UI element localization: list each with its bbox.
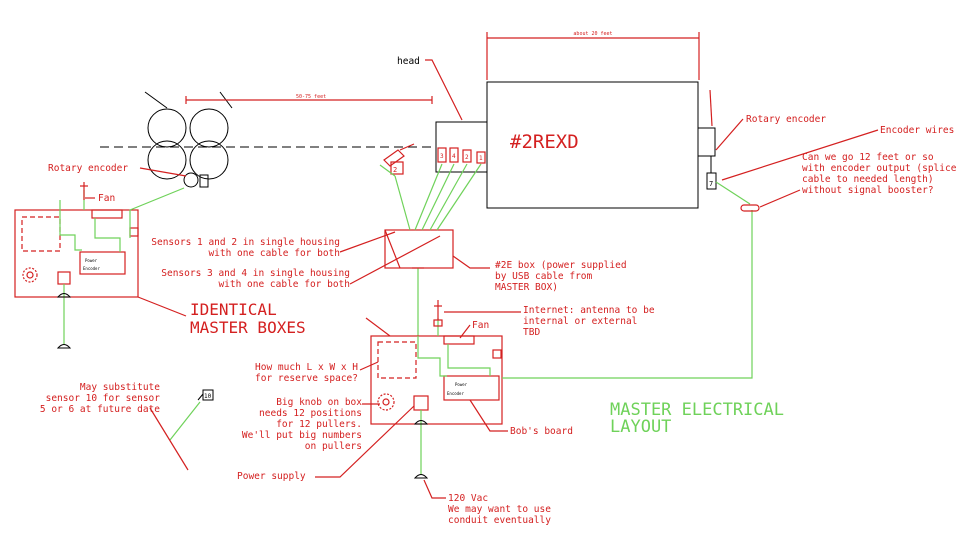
svg-text:sensor 10 for sensor: sensor 10 for sensor (46, 393, 161, 404)
svg-text:for 12 pullers.: for 12 pullers. (276, 419, 362, 430)
svg-text:on pullers: on pullers (305, 441, 362, 452)
rotary-encoder-left (129, 172, 209, 238)
svg-text:We may want to use: We may want to use (448, 504, 551, 515)
svg-text:120 Vac: 120 Vac (448, 493, 488, 504)
fan-left-label: Fan (98, 193, 115, 204)
head-label: head (397, 56, 420, 67)
svg-text:Encoder: Encoder (447, 391, 464, 396)
svg-text:Bob's board: Bob's board (510, 426, 573, 437)
fan-center-label: Fan (472, 320, 489, 331)
master-box-center-wiring (417, 318, 491, 475)
machine-label: #2REXD (510, 131, 579, 153)
svg-text:1: 1 (479, 155, 483, 162)
dim-top-text: about 20 feet (573, 31, 612, 37)
rotary-encoder-left-label: Rotary encoder (48, 163, 128, 174)
capstan-rollers (144, 91, 233, 180)
svg-text:How much L x W x H: How much L x W x H (255, 362, 358, 373)
svg-text:Sensors 1 and 2 in single hous: Sensors 1 and 2 in single housing (151, 237, 340, 248)
svg-text:5 or 6 at future date: 5 or 6 at future date (40, 404, 160, 415)
svg-text:7: 7 (709, 180, 713, 188)
svg-text:without signal booster?: without signal booster? (802, 185, 934, 196)
svg-text:by USB cable from: by USB cable from (495, 271, 593, 282)
svg-text:#2E box (power supplied: #2E box (power supplied (495, 260, 627, 271)
svg-text:TBD: TBD (523, 327, 540, 338)
sensor-cables (379, 163, 482, 231)
svg-text:conduit eventually: conduit eventually (448, 515, 551, 526)
svg-text:Power: Power (85, 258, 98, 263)
svg-text:2: 2 (393, 166, 397, 174)
svg-text:We'll put big numbers: We'll put big numbers (242, 430, 362, 441)
svg-text:3: 3 (440, 153, 444, 160)
svg-text:internal or external: internal or external (523, 316, 637, 327)
rotary-encoder-right-label: Rotary encoder (746, 114, 826, 125)
sensor-housing: 2 (383, 143, 415, 175)
svg-text:May substitute: May substitute (80, 382, 160, 393)
svg-text:Can we go 12 feet or so: Can we go 12 feet or so (802, 152, 934, 163)
dimension-about-20-feet: about 20 feet (486, 31, 700, 80)
encoder-wires-label: Encoder wires (880, 125, 954, 136)
svg-text:Power: Power (455, 382, 468, 387)
svg-text:with encoder output (splice: with encoder output (splice (802, 163, 957, 174)
svg-text:50-75 feet: 50-75 feet (296, 94, 326, 100)
svg-text:Internet: antenna to be: Internet: antenna to be (523, 305, 655, 316)
identical-label-1: IDENTICAL (190, 300, 277, 319)
svg-text:Power supply: Power supply (237, 471, 306, 482)
svg-text:10: 10 (204, 393, 212, 400)
machine-output-shaft (697, 127, 716, 157)
svg-text:needs 12 positions: needs 12 positions (259, 408, 362, 419)
svg-text:with one cable for both: with one cable for both (218, 279, 350, 290)
plug-left (56, 293, 72, 349)
box-2e (384, 229, 454, 269)
encoder-cable-run (502, 210, 753, 379)
head-sensor-slots: 3 4 2 1 (437, 147, 486, 164)
svg-text:with one cable for both: with one cable for both (208, 248, 340, 259)
antenna-center (433, 300, 443, 327)
svg-text:for reserve space?: for reserve space? (255, 373, 358, 384)
master-electrical-label-1: MASTER ELECTRICAL (610, 400, 784, 420)
antenna-left (80, 182, 88, 200)
svg-text:cable to needed length): cable to needed length) (802, 174, 934, 185)
master-electrical-label-2: LAYOUT (610, 417, 671, 437)
splice-connector (740, 204, 760, 212)
svg-text:MASTER BOX): MASTER BOX) (495, 282, 558, 293)
svg-text:2: 2 (465, 154, 469, 161)
sensor-10: 10 (169, 389, 214, 441)
svg-text:Encoder: Encoder (83, 266, 100, 271)
svg-text:Big knob on box: Big knob on box (276, 397, 362, 408)
head (435, 121, 488, 173)
master-box-left: Power Encoder (14, 209, 139, 298)
svg-text:Sensors 3 and 4 in single hous: Sensors 3 and 4 in single housing (161, 268, 350, 279)
identical-label-2: MASTER BOXES (190, 318, 306, 337)
dimension-50-75-feet: 50-75 feet (185, 94, 433, 104)
plug-center (413, 420, 429, 479)
svg-text:4: 4 (452, 153, 456, 160)
master-box-center: Power Encoder (370, 335, 503, 425)
